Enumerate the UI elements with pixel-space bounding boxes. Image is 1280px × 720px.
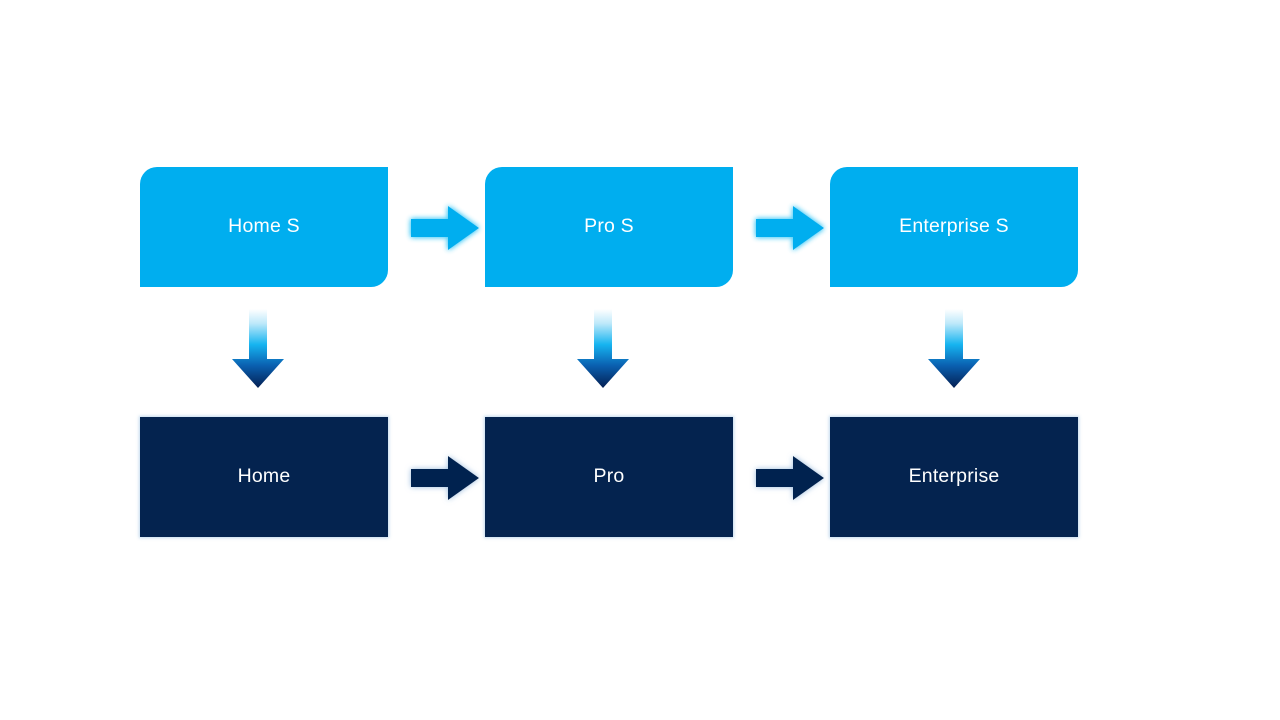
node-pro-s-label: Pro S <box>584 215 634 238</box>
node-home-label: Home <box>237 465 291 488</box>
node-pro-s[interactable]: Pro S <box>485 167 733 287</box>
node-home-s-label: Home S <box>228 215 300 238</box>
arrow-right-icon-top-2 <box>749 198 831 258</box>
node-enterprise-s[interactable]: Enterprise S <box>830 167 1078 287</box>
node-home-s[interactable]: Home S <box>140 167 388 287</box>
arrow-down-icon-3 <box>921 305 987 395</box>
node-pro-label: Pro <box>593 465 625 488</box>
arrow-right-icon-top-1 <box>404 198 486 258</box>
node-pro[interactable]: Pro <box>485 417 733 537</box>
arrow-right-icon-bottom-1 <box>404 448 486 508</box>
node-enterprise-label: Enterprise <box>908 465 1000 488</box>
arrow-down-icon-1 <box>225 305 291 395</box>
arrow-right-icon-bottom-2 <box>749 448 831 508</box>
node-enterprise[interactable]: Enterprise <box>830 417 1078 537</box>
node-enterprise-s-label: Enterprise S <box>899 215 1009 238</box>
node-home[interactable]: Home <box>140 417 388 537</box>
arrow-down-icon-2 <box>570 305 636 395</box>
